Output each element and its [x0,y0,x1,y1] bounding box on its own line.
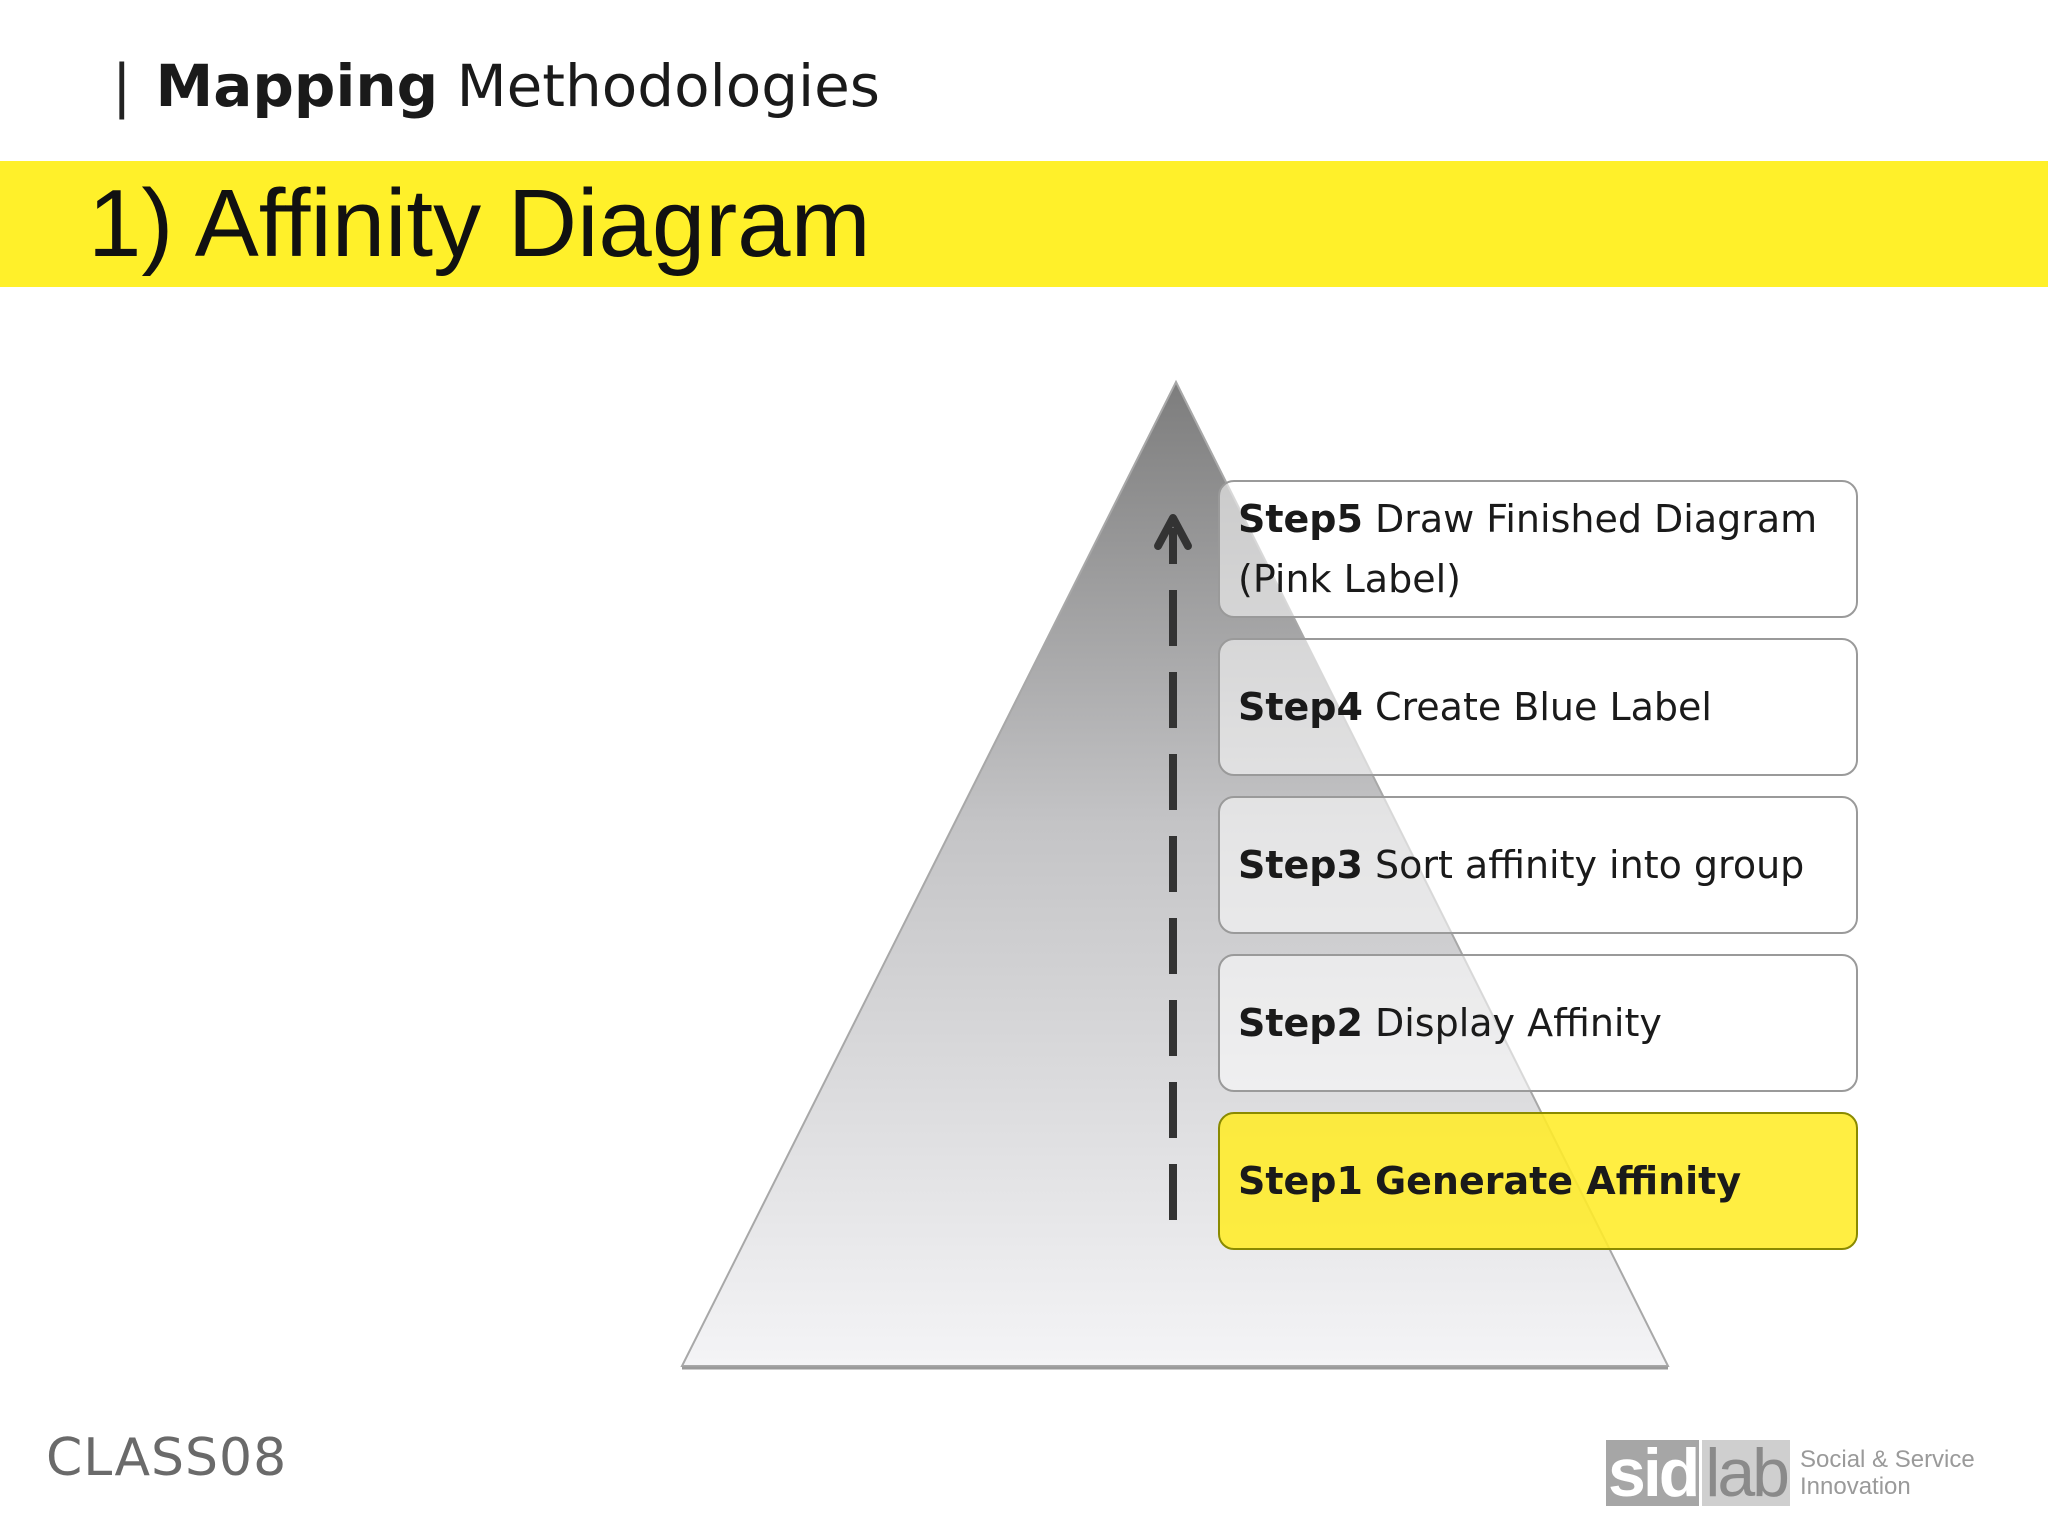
step-number: Step3 [1238,843,1363,887]
section-header: | Mapping Methodologies [112,52,880,120]
step-number: Step4 [1238,685,1363,729]
step-number: Step1 [1238,1159,1363,1203]
logo-tagline: Social & Service Innovation [1800,1446,1975,1506]
step-text: Generate Affinity [1374,1159,1742,1203]
logo-tagline-1: Social & Service [1800,1446,1975,1473]
slide-title: 1) Affinity Diagram [88,170,871,277]
class-label: CLASS08 [46,1428,288,1488]
sidlab-logo: sid lab Social & Service Innovation [1606,1435,1975,1511]
step-text: Create Blue Label [1374,685,1712,729]
step-number: Step2 [1238,1001,1363,1045]
progress-arrowhead [1154,514,1192,550]
title-band [0,161,2048,287]
header-title-strong: Mapping [155,52,439,120]
step-number: Step5 [1238,497,1363,541]
logo-sid: sid [1606,1435,1700,1511]
logo-tagline-2: Innovation [1800,1473,1911,1500]
step-text: Sort affinity into group [1374,843,1805,887]
header-separator: | [112,52,132,120]
step-text: Draw Finished Diagram (Pink Label) [1238,497,1818,601]
step-text: Display Affinity [1374,1001,1662,1045]
header-title-light: Methodologies [456,52,881,120]
logo-lab: lab [1702,1439,1790,1507]
